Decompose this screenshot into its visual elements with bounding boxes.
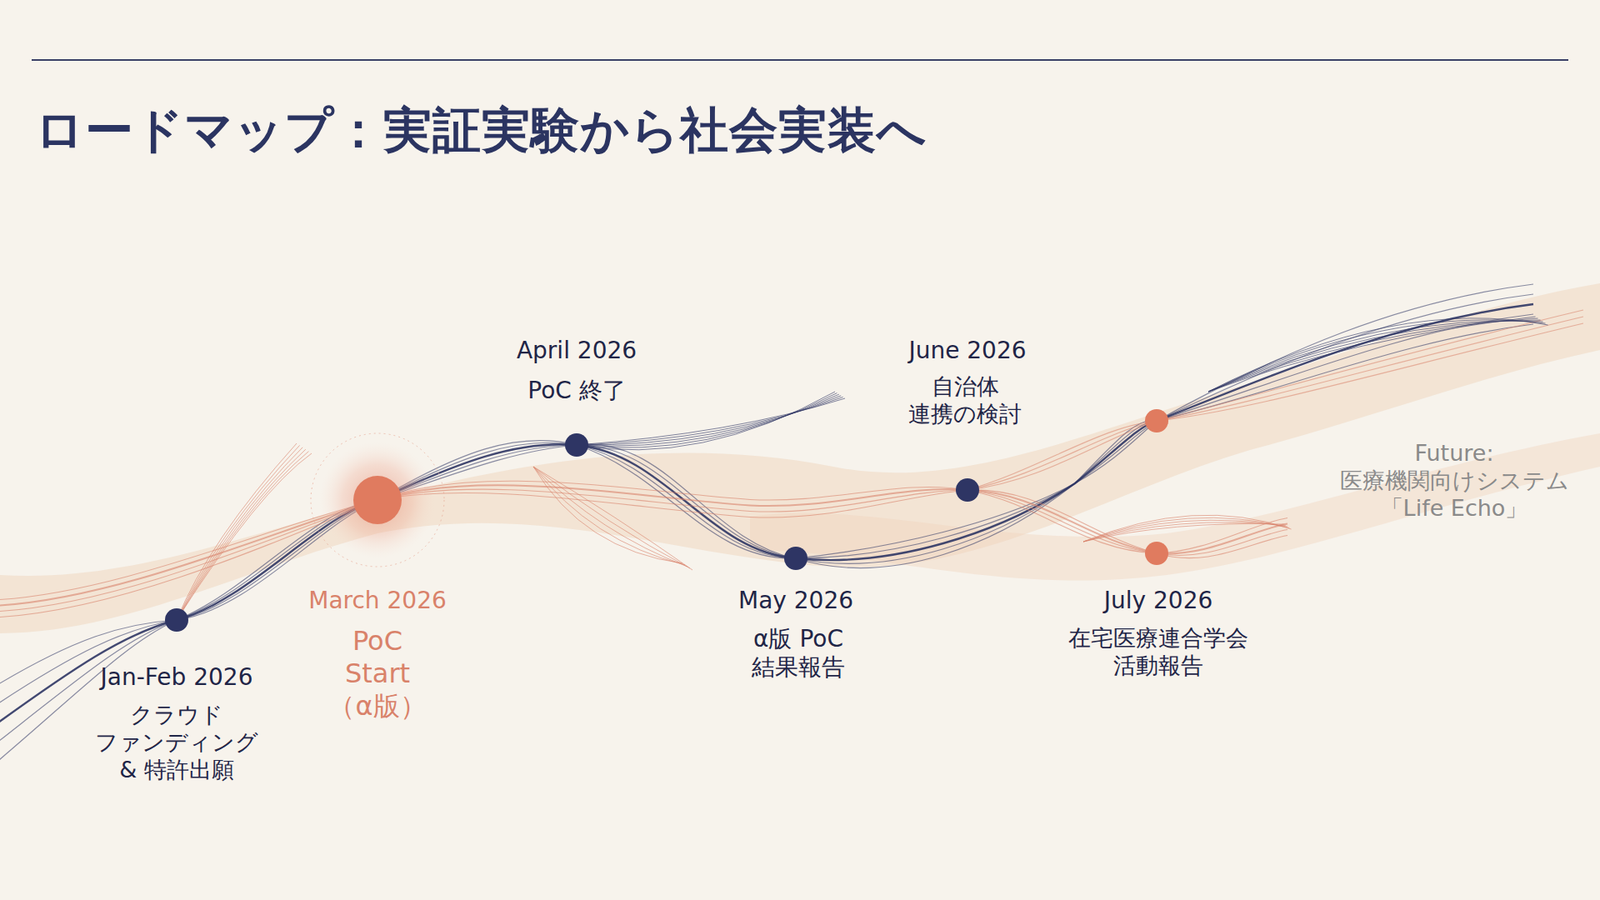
- flow-strand: [1083, 517, 1290, 542]
- milestone-dot: [955, 478, 980, 502]
- milestone-date: June 2026: [908, 336, 1026, 365]
- milestone-dot: [1145, 541, 1169, 565]
- milestone-note: 在宅医療連合学会 活動報告: [1068, 625, 1249, 680]
- flow-strand: [533, 466, 685, 565]
- milestone-date: July 2026: [1104, 586, 1214, 615]
- milestone-note: PoC 終了: [527, 376, 625, 405]
- flow-strand: [576, 398, 845, 445]
- flow-strand: [176, 453, 312, 620]
- flow-strand: [576, 396, 844, 445]
- flow-strand: [176, 447, 303, 620]
- future-note: Future: 医療機関向けシステム 「Life Echo」: [1325, 440, 1584, 523]
- milestone-note: 自治体 連携の検討: [908, 373, 1022, 429]
- flow-strand: [1083, 515, 1292, 542]
- flow-strand: [0, 490, 1288, 618]
- flow-strand: [1208, 320, 1544, 392]
- flow-strand: [0, 304, 1534, 734]
- milestone-dot: [565, 433, 589, 457]
- milestone-dot: [353, 475, 402, 525]
- flow-strand: [533, 466, 688, 567]
- flow-strand: [1208, 318, 1549, 392]
- milestone-date: Jan-Feb 2026: [100, 663, 254, 692]
- slide-title: ロードマップ：実証実験から社会実装へ: [35, 98, 927, 164]
- flow-strands: [0, 284, 1584, 774]
- milestone-halo-ring: [310, 433, 445, 567]
- flow-strand: [176, 445, 300, 620]
- flow-strand: [0, 314, 1534, 754]
- flow-strand: [1208, 316, 1536, 392]
- flow-strand: [0, 324, 1534, 774]
- flow-strand: [1208, 320, 1541, 392]
- flow-strand: [533, 466, 690, 569]
- flow-strand: [1208, 320, 1546, 392]
- flow-strand: [176, 443, 297, 620]
- milestone-note: PoC Start （α版）: [328, 625, 426, 723]
- milestone-halo: [319, 441, 436, 559]
- flow-strand: [1208, 318, 1539, 392]
- top-rule: [31, 59, 1569, 61]
- flow-strand: [176, 451, 309, 620]
- milestone-note: クラウド ファンディング & 特許出願: [95, 701, 259, 785]
- flow-strand: [533, 466, 683, 564]
- milestone-dot: [1145, 409, 1169, 433]
- milestone-dot: [165, 608, 189, 632]
- milestone-date: April 2026: [516, 336, 637, 365]
- wash-band: [750, 433, 1600, 581]
- flow-strand: [0, 294, 1534, 714]
- milestone-date: May 2026: [738, 586, 854, 615]
- milestone-date: March 2026: [308, 586, 447, 615]
- milestone-dot: [784, 546, 808, 570]
- wash-band: [0, 283, 1600, 634]
- milestone-note: α版 PoC 結果報告: [727, 625, 870, 682]
- flow-strand: [533, 466, 693, 570]
- flow-strand: [0, 284, 1534, 694]
